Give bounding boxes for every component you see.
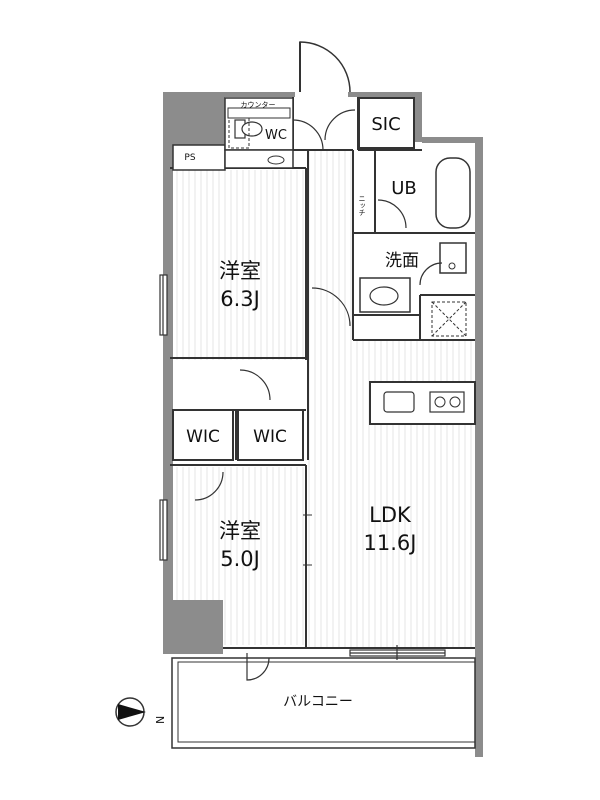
counter-label: カウンター	[241, 100, 276, 109]
wic-right-label: WIC	[253, 427, 287, 447]
sic-label: SIC	[371, 114, 400, 135]
balcony-door-swing	[246, 653, 270, 681]
ps-box	[172, 144, 226, 171]
western-room-1-name: 洋室	[219, 259, 261, 283]
hall-door-swing	[311, 287, 351, 327]
burner-2-icon	[449, 396, 461, 408]
washroom-door-swing	[419, 262, 443, 286]
ub-door-swing	[377, 199, 407, 229]
western-room-1-size: 6.3J	[220, 287, 260, 311]
washing-machine-drain-icon	[448, 262, 456, 270]
sic-door-swing	[324, 109, 356, 141]
ldk-name: LDK	[369, 503, 412, 527]
washbasin-icon	[369, 286, 399, 306]
western-room-2-door-swing	[194, 471, 224, 501]
wc-label: WC	[265, 128, 287, 143]
bathtub-icon	[435, 157, 471, 229]
top-wall	[225, 92, 295, 97]
kitchen-sink-icon	[383, 391, 415, 413]
ldk-size: 11.6J	[364, 531, 417, 555]
ldk-sliding-door-marks	[303, 514, 312, 566]
top-wall-right	[348, 92, 422, 97]
fridge-space-x2	[431, 301, 467, 337]
balcony-label: バルコニー	[283, 694, 353, 710]
washroom-label: 洗面	[385, 251, 419, 271]
hallway-floor	[308, 150, 353, 340]
column-bottom-left	[163, 600, 223, 654]
niche-label: ニッチ	[358, 195, 366, 216]
fridge-space-x1	[431, 301, 467, 337]
entrance-door-swing	[299, 41, 351, 93]
sic-box	[358, 97, 415, 149]
compass-arrow-icon	[118, 704, 146, 720]
compass	[115, 697, 146, 727]
ub-top-wall	[422, 137, 483, 143]
wic-right-box	[237, 409, 304, 461]
windows	[159, 274, 446, 660]
toilet-dashed-area	[228, 117, 250, 149]
western-room-1-door-swing	[239, 369, 271, 401]
toilet-bowl-icon	[241, 121, 263, 137]
wc-door-swing	[292, 119, 324, 151]
western-room-1-floor	[170, 170, 304, 360]
wc-sink-icon	[267, 155, 285, 165]
wic-left-box	[172, 409, 234, 461]
compass-north-label: N	[154, 716, 167, 724]
right-wall-thick	[475, 137, 483, 757]
ub-label: UB	[391, 178, 417, 199]
balcony-inner	[177, 661, 476, 743]
wc-counter	[227, 107, 291, 119]
western-room-2-name: 洋室	[219, 519, 261, 543]
burner-1-icon	[434, 396, 446, 408]
sic-right-wall	[415, 92, 422, 142]
left-wall-thick	[163, 92, 173, 654]
ps-label: PS	[184, 153, 195, 163]
western-room-2-size: 5.0J	[220, 547, 260, 571]
wic-left-label: WIC	[186, 427, 220, 447]
